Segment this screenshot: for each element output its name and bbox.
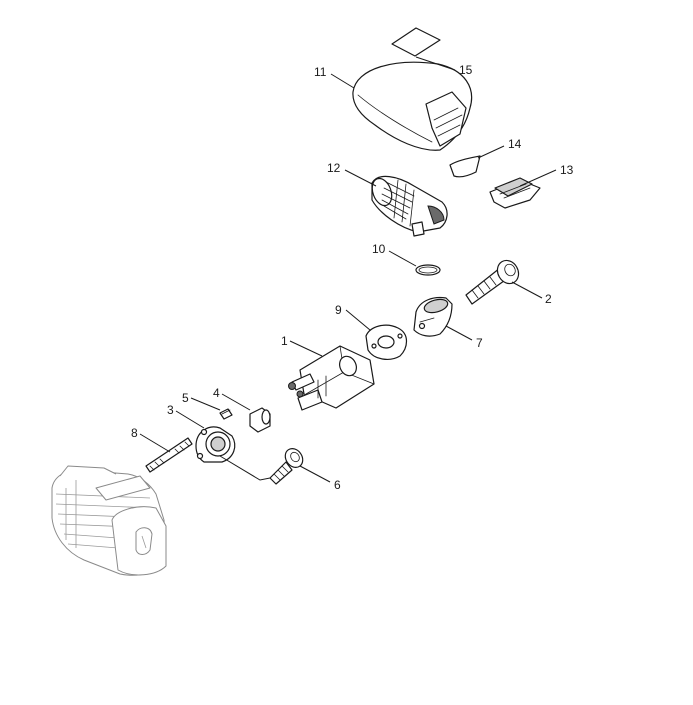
callout-3: 3 bbox=[167, 403, 174, 417]
part-2-bolt bbox=[465, 259, 520, 305]
part-10-o-ring bbox=[415, 264, 441, 276]
callout-1: 1 bbox=[281, 334, 288, 348]
callout-7: 7 bbox=[476, 336, 483, 350]
callout-11: 11 bbox=[314, 65, 327, 79]
part-15-filter-pad bbox=[391, 27, 441, 57]
callout-15: 15 bbox=[459, 63, 473, 77]
callout-13: 13 bbox=[560, 163, 574, 177]
part-11-air-cleaner-cover bbox=[352, 61, 473, 151]
part-6-screw bbox=[269, 448, 304, 485]
callout-labels: 15 11 14 13 12 10 2 7 9 1 4 5 3 8 6 bbox=[131, 63, 574, 492]
callout-9: 9 bbox=[335, 303, 342, 317]
callout-2: 2 bbox=[545, 292, 552, 306]
leader-lines bbox=[139, 56, 557, 483]
part-1-carburetor bbox=[288, 345, 375, 411]
part-3-flange bbox=[195, 426, 236, 463]
callout-6: 6 bbox=[334, 478, 341, 492]
part-12-air-filter bbox=[371, 175, 448, 237]
part-5-pin bbox=[219, 408, 233, 420]
part-14-gasket-strip bbox=[449, 155, 481, 178]
part-13-choke-plate bbox=[489, 177, 541, 209]
callout-8: 8 bbox=[131, 426, 138, 440]
callout-10: 10 bbox=[372, 242, 386, 256]
callout-12: 12 bbox=[327, 161, 341, 175]
callout-4: 4 bbox=[213, 386, 220, 400]
part-9-gasket bbox=[365, 324, 408, 360]
callout-14: 14 bbox=[508, 137, 522, 151]
part-8-stud bbox=[145, 437, 193, 473]
part-4-bushing bbox=[249, 407, 271, 433]
engine-cylinder bbox=[51, 465, 167, 576]
callout-5: 5 bbox=[182, 391, 189, 405]
part-7-intake-elbow bbox=[413, 296, 453, 337]
